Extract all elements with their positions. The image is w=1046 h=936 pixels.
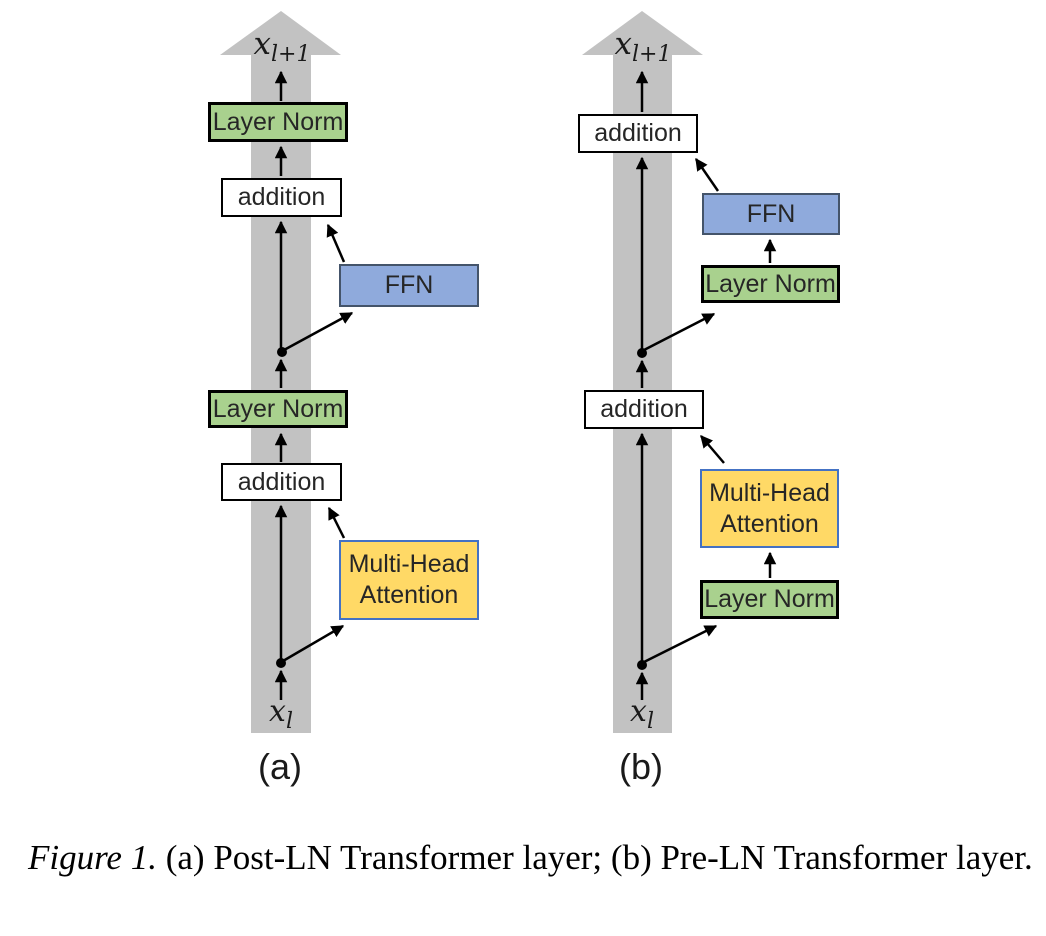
panel-a-addition-top-box: addition [221,178,342,217]
panel-b-input-label: xl [617,694,667,733]
panel-b-label: (b) [619,746,663,787]
panel-b-layer-norm-lower-box: Layer Norm [700,580,839,619]
var-sub: l+1 [271,42,311,68]
panel-a-layer-norm-top-box: Layer Norm [208,102,348,142]
panel-a-ffn-box: FFN [339,264,479,307]
var-x: x [614,26,632,62]
panel-a-input-label: xl [256,694,306,733]
panel-a-label: (a) [258,746,302,787]
var-sub: l+1 [632,42,672,68]
var-x: x [253,26,271,62]
var-x: x [269,694,286,729]
panel-b-multi-head-attention-box: Multi-Head Attention [700,469,839,548]
panel-b-layer-norm-upper-box: Layer Norm [701,265,840,303]
panel-a-addition-bottom-box: addition [221,463,342,501]
caption-text: (a) Post-LN Transformer layer; (b) Pre-L… [156,838,1033,877]
mha-label-line1: Multi-Head [709,478,830,507]
panel-a-junction-dot-lower [276,658,286,668]
panel-b-output-label: xl+1 [604,26,682,66]
panel-b-arrows [635,70,777,700]
var-sub: l [285,709,293,734]
mha-label-line2: Attention [720,509,819,538]
panel-a-multi-head-attention-box: Multi-Head Attention [339,540,479,620]
mha-label-line1: Multi-Head [348,550,470,578]
panel-b-junction-dot-upper [637,348,647,358]
panel-a-arrows [274,70,354,700]
var-x: x [630,694,647,729]
panel-b-addition-lower-box: addition [584,390,704,429]
var-sub: l [646,709,654,734]
mha-label-line2: Attention [359,581,459,609]
panel-b-junction-dot-lower [637,660,647,670]
panel-a-output-label: xl+1 [243,26,321,66]
figure-caption: Figure 1. (a) Post-LN Transformer layer;… [28,836,1036,880]
panel-b-ffn-box: FFN [702,193,840,235]
panel-b-addition-top-box: addition [578,114,698,153]
panel-a-layer-norm-mid-box: Layer Norm [208,390,348,428]
panel-a-junction-dot-upper [277,347,287,357]
caption-figure-number: Figure 1. [28,838,157,877]
